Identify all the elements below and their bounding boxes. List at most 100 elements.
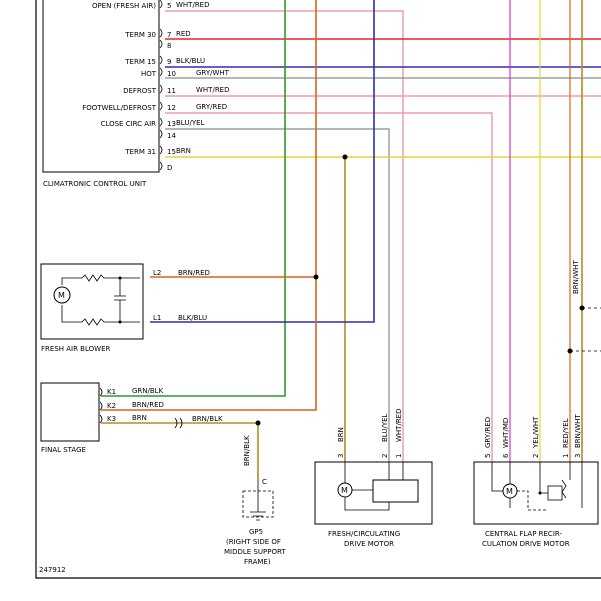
ccu-box: [42, 0, 160, 173]
ccu-pin-number: D: [167, 164, 172, 172]
blower-box: [40, 263, 144, 340]
ground-icon: [250, 480, 266, 521]
pin-bracket: [159, 28, 163, 38]
pin-bracket: [159, 39, 163, 49]
pin-bracket: [159, 0, 163, 9]
blower-wire-l2: BRN/RED: [178, 269, 210, 277]
motor2-pin-wire: BRN/WHT: [574, 414, 582, 448]
ccu-pin-label: TERM 15: [124, 58, 156, 66]
blower-name: FRESH AIR BLOWER: [41, 345, 110, 353]
wire-blue-l1: [150, 0, 375, 323]
central-flap-recirculation-drive-motor: 5GRY/RED6WHT/MD2YEL/WHT1RED/YEL3BRN/WHT …: [473, 260, 599, 548]
pin-bracket: [159, 129, 163, 139]
ccu-pin-number: 7: [167, 31, 171, 39]
motor2-pin-wire: GRY/RED: [484, 417, 492, 448]
ccu-pin-label: OPEN (FRESH AIR): [92, 2, 156, 10]
blower-resistor-top: [61, 274, 140, 285]
motor2-pin-number: 5: [484, 454, 492, 458]
ccu-pin-number: 13: [167, 120, 176, 128]
motor2-pin-number: 1: [562, 454, 570, 458]
motor1-pin-wire: BRN: [337, 427, 345, 442]
motor1-pin-wire: WHT/RED: [395, 409, 403, 443]
ccu-pin-label: DEFROST: [123, 87, 157, 95]
motor-m-glyph: M: [506, 487, 513, 496]
junction-dot: [255, 420, 261, 426]
ccu-pin-wire: GRY/WHT: [196, 69, 230, 77]
pin-bracket: [99, 387, 103, 397]
junction-dot: [567, 348, 573, 354]
ccu-pin-number: 12: [167, 104, 176, 112]
ccu-pin-number: 15: [167, 148, 176, 156]
pin-bracket: [159, 161, 163, 171]
motor-m-glyph: M: [58, 291, 65, 300]
ccu-pin-number: 10: [167, 70, 176, 78]
ccu-pin-number: 8: [167, 42, 171, 50]
ground-desc-3: FRAME): [244, 558, 271, 566]
final-stage-pin-number: K1: [107, 388, 116, 396]
frame-line: [35, 0, 601, 579]
ccu-pin-label: TERM 31: [124, 148, 156, 156]
ground-point: BRN/BLK C GP5 (RIGHT SIDE OF MIDDLE SUPP…: [224, 435, 286, 566]
final-stage-pin-wire: BRN/RED: [132, 401, 164, 409]
ccu-pin-wire: GRY/RED: [196, 103, 227, 111]
ccu-pin-label: CLOSE CIRC AIR: [101, 120, 157, 128]
wire-pin5-wht-red: [165, 10, 404, 462]
motor1-pin-number: 1: [395, 454, 403, 458]
blower-wire-l1: BLK/BLU: [178, 314, 207, 322]
motor1-module: [372, 479, 419, 503]
motor2-pin-wire: WHT/MD: [502, 418, 510, 448]
pin-bracket: [159, 117, 163, 127]
ccu-pin-number: 11: [167, 87, 176, 95]
ground-wire: BRN/BLK: [243, 435, 251, 466]
motor2-pin-number: 3: [574, 454, 582, 458]
ground-name: GP5: [249, 528, 263, 536]
final-stage-pin-number: K2: [107, 402, 116, 410]
final-stage-pin-number: K3: [107, 415, 116, 423]
motor1-pin-number: 2: [381, 454, 389, 458]
motor1-link: [344, 462, 404, 511]
ground-pin: C: [262, 478, 267, 486]
ccu-pin-label: FOOTWELL/DEFROST: [82, 104, 156, 112]
pin-bracket: [99, 414, 103, 424]
junction-dots: [255, 154, 585, 426]
ccu-pin-number: 5: [167, 2, 171, 10]
motor2-dashed: [517, 490, 548, 511]
ccu-pin-wire: RED: [176, 30, 191, 38]
ccu-pin-wire: BRN: [176, 147, 191, 155]
ccu-name: CLIMATRONIC CONTROL UNIT: [43, 180, 147, 188]
junction-dot: [538, 491, 542, 495]
wire-pin12-gry-red: [165, 112, 493, 462]
blower-motor-icon: [53, 286, 71, 304]
motor1-box: [314, 461, 433, 525]
ccu-pin-wire: WHT/RED: [196, 86, 230, 94]
motor1-pin-wire: BLU/YEL: [381, 413, 389, 442]
motor2-name-2: CULATION DRIVE MOTOR: [482, 540, 570, 548]
motor2-pin-number: 6: [502, 453, 510, 458]
blower-pin-l1: L1: [153, 314, 161, 322]
junction-dot: [313, 274, 319, 280]
junction-dot: [118, 276, 122, 280]
junction-dot: [118, 320, 122, 324]
ccu-pin-number: 9: [167, 58, 171, 66]
connector-symbol: [174, 417, 183, 429]
motor2-name-1: CENTRAL FLAP RECIR-: [485, 530, 562, 538]
ground-desc-2: MIDDLE SUPPORT: [224, 548, 286, 556]
final-stage-wire-out: BRN/BLK: [192, 415, 223, 423]
junction-dot: [579, 305, 585, 311]
figure-id: 247912: [39, 566, 66, 574]
pin-bracket: [159, 145, 163, 155]
pin-bracket: [159, 101, 163, 111]
motor2-pin-number: 2: [532, 454, 540, 458]
final-stage-pin-wire: BRN: [132, 414, 147, 422]
wire-pin13-blu-yel: [165, 128, 390, 462]
motor1-pin-number: 3: [337, 454, 345, 458]
ccu-pin-number: 14: [167, 132, 176, 140]
blower-capacitor: [114, 278, 126, 322]
fresh-air-blower: M L2 BRN/RED L1 BLK/BLU FRESH AIR BLOWER: [40, 263, 210, 353]
ccu-pin-label: HOT: [141, 70, 157, 78]
motor1-name-1: FRESH/CIRCULATING: [328, 530, 400, 538]
blower-pin-l2: L2: [153, 269, 161, 277]
